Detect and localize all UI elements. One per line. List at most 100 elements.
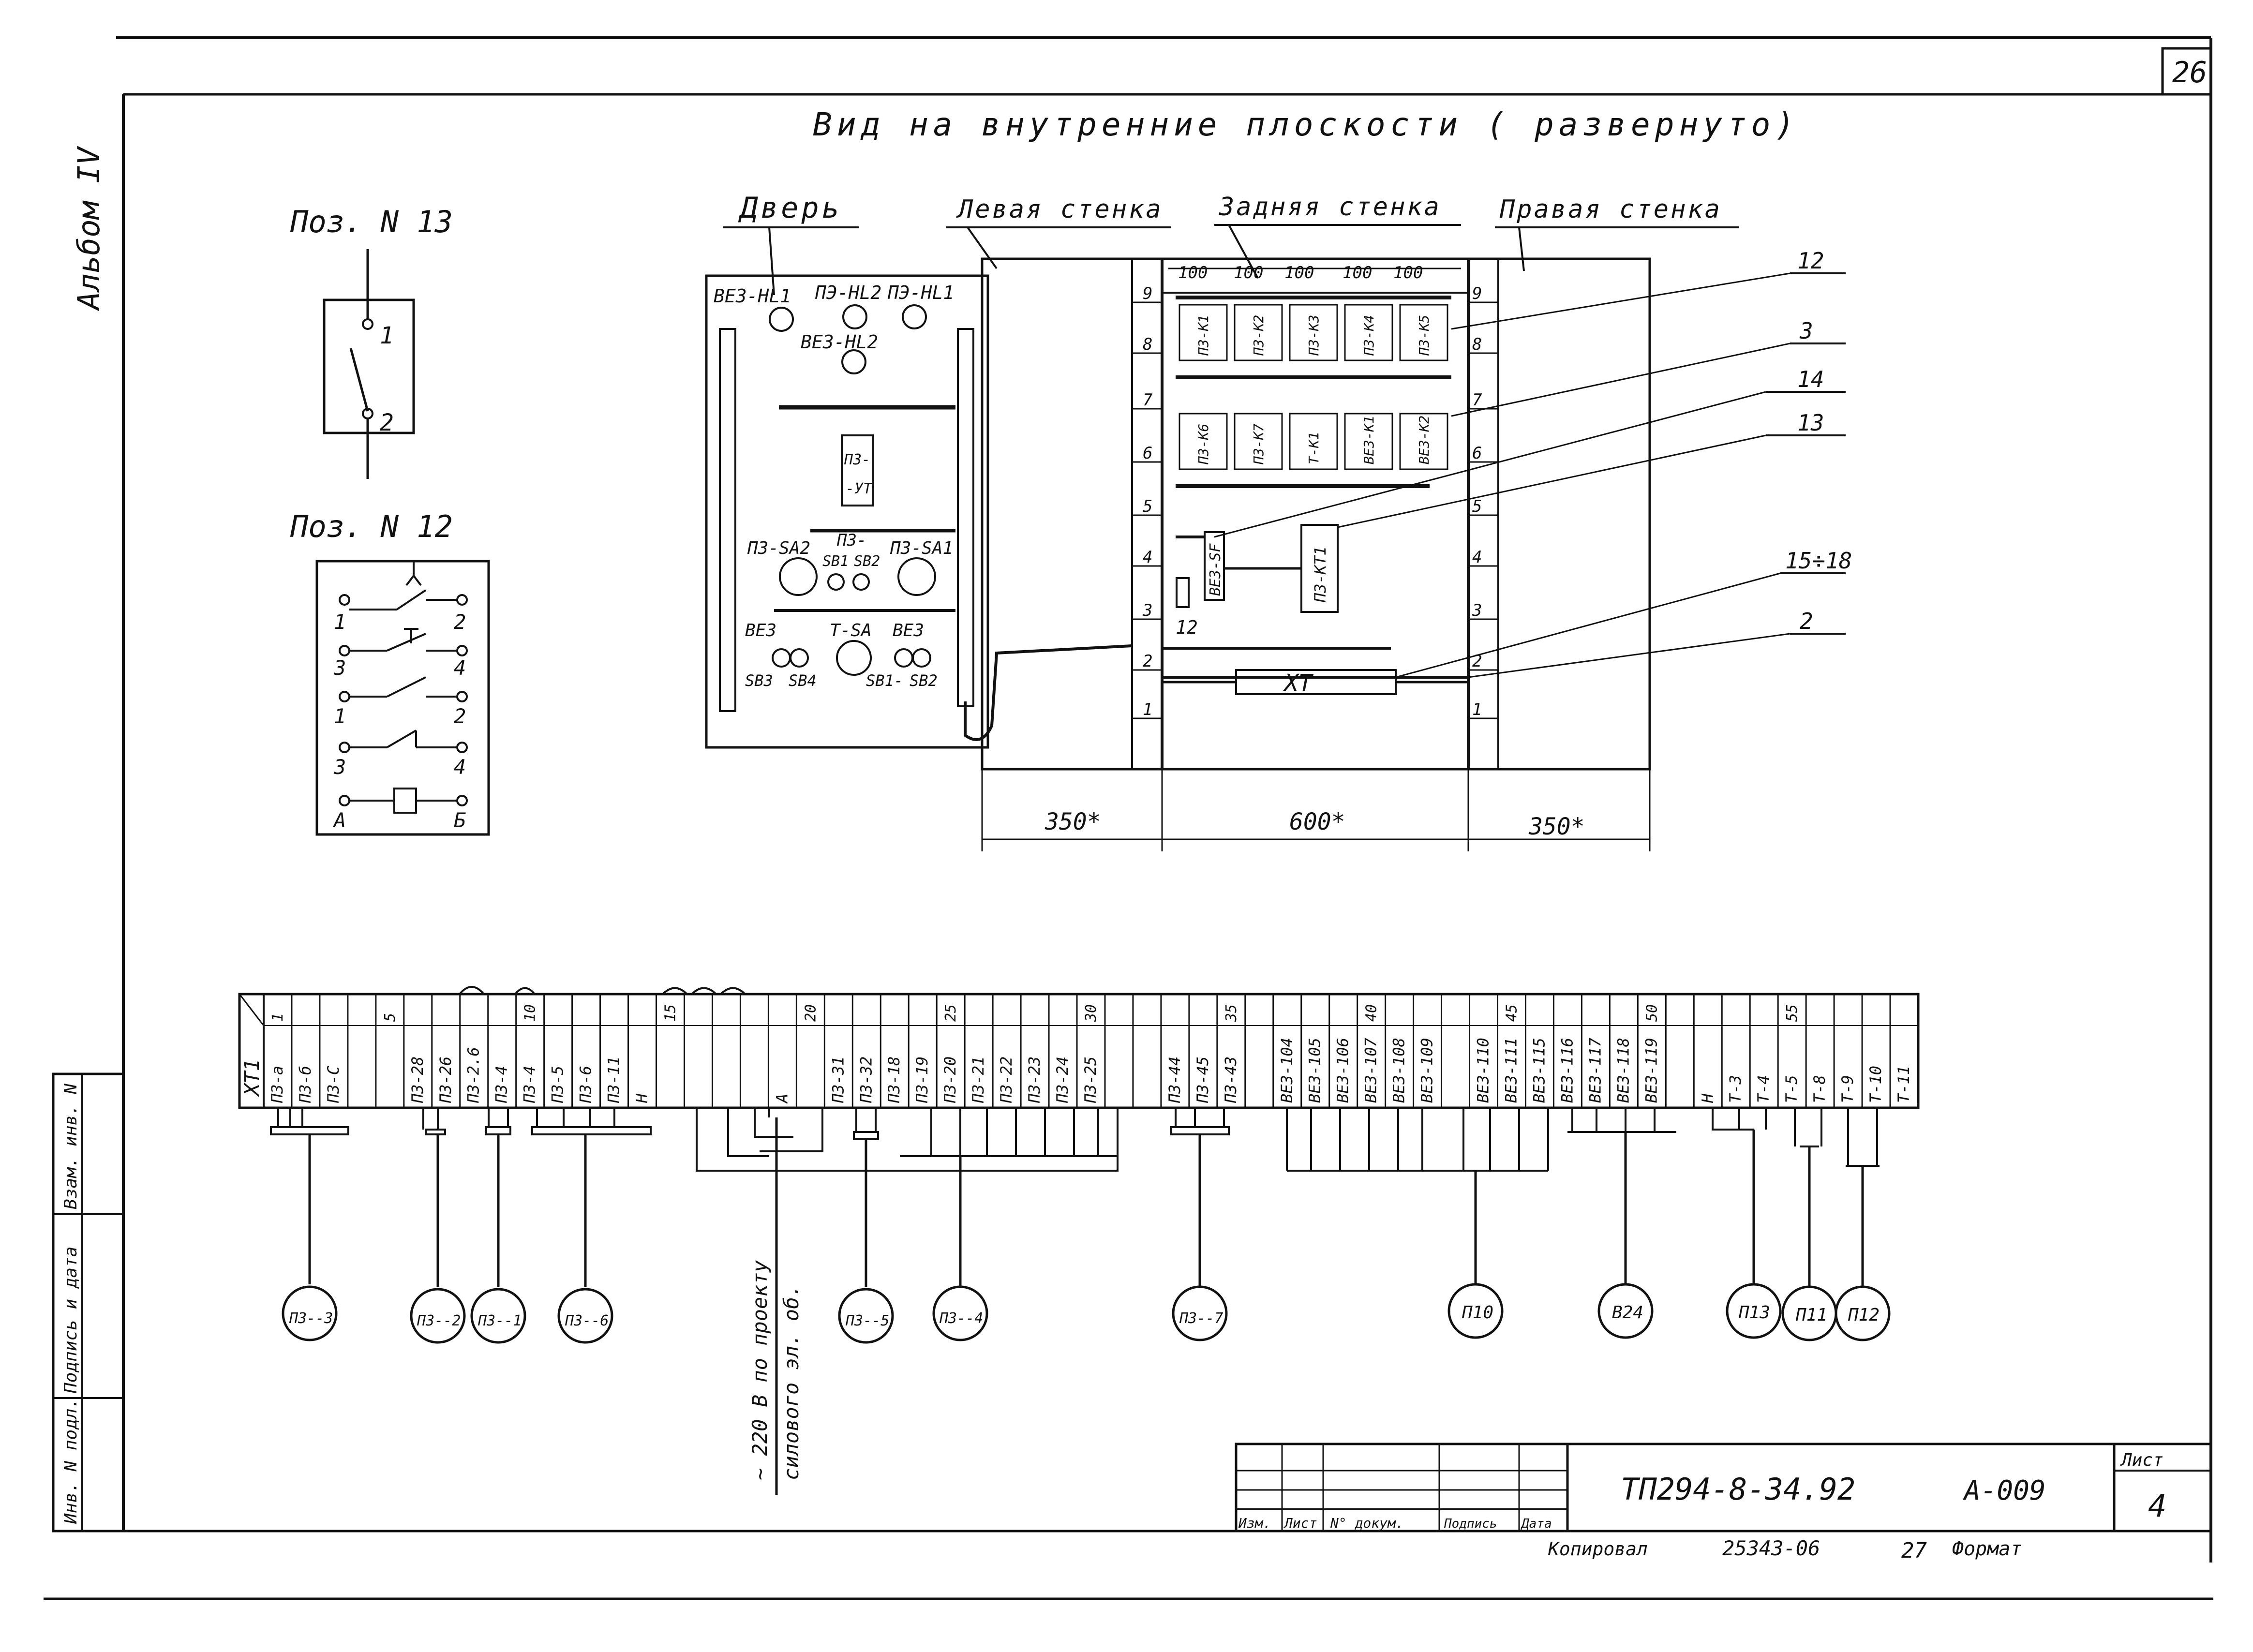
rail-number: 4 [1472,548,1482,567]
drawing-frame [44,36,2213,1600]
dim-left: 350* [1044,808,1101,835]
terminal-label: ПЗ-а [268,1066,286,1103]
terminal-number: 30 [1083,1004,1100,1022]
terminal-label: ПЗ-11 [605,1057,623,1103]
tb-col-list: Лист [1283,1515,1317,1531]
terminal-label: ПЗ-б [296,1066,314,1103]
cable-p13: П13 [1738,1303,1770,1323]
terminal-label: Т-4 [1754,1075,1773,1103]
terminal-number: 50 [1643,1004,1660,1022]
spacing-1: 100 [1178,263,1208,283]
door-label-7: ПЗ- [836,531,866,550]
relay-label: ПЗ-К4 [1361,315,1377,356]
terminal-label: ВЕЗ-110 [1474,1038,1492,1103]
terminal-number: 5 [382,1013,399,1022]
relay-label: ПЗ-К1 [1195,315,1211,356]
page-number: 26 [2172,56,2207,89]
terminal-number: 10 [522,1004,539,1022]
terminal-label: ВЕЗ-109 [1418,1038,1436,1103]
pos12-contact-3b: 3 [333,755,346,779]
tb-sheet-code: А-009 [1963,1475,2046,1506]
pos12-contact-2b: 2 [454,704,466,728]
terminal-number: 20 [802,1004,819,1022]
terminal-label: Т-11 [1895,1066,1913,1103]
terminal-label: ПЗ-32 [857,1057,875,1103]
pos12-contact-3a: 3 [333,656,346,680]
tb-col-izm: Изм. [1238,1515,1271,1531]
callout-14: 14 [1797,366,1824,392]
terminal-label: ПЗ-20 [941,1057,959,1103]
spacing-2: 100 [1234,263,1263,283]
pos12-contact-2a: 2 [454,610,466,634]
relay-box [1344,304,1393,361]
relay-label: ПЗ-К6 [1195,424,1211,465]
terminal-label: ПЗ-2.6 [464,1047,483,1103]
relay-box [1344,413,1393,470]
cable-pz6: ПЗ--6 [565,1312,609,1329]
small-part-label: 12 [1176,617,1198,638]
dim-right: 350* [1528,813,1585,840]
door-label-12: Т-SA [830,621,872,640]
drawing-title: Вид на внутренние плоскости ( развернуто… [813,106,1799,143]
terminal-label: ПЗ-43 [1222,1057,1240,1103]
terminal-label: ПЗ-44 [1165,1057,1184,1103]
cable-markers [282,1283,1891,1344]
terminal-label: Т-5 [1782,1075,1801,1103]
callout-3: 3 [1799,318,1813,344]
tb-col-doc: N° докум. [1330,1515,1404,1531]
power-note-2: силового эл. об. [779,1284,803,1480]
section-back-wall: Задняя стенка [1219,193,1441,222]
terminal-label: ПЗ-6 [577,1066,595,1103]
terminal-number: 15 [662,1004,679,1022]
relay-label: ПЗ-К7 [1251,424,1267,465]
rail-number: 1 [1143,700,1152,719]
relay-box [1399,304,1448,361]
door-label-10: SB2 [854,553,880,570]
tb-col-date: Дата [1521,1517,1552,1531]
terminal-label: ПЗ-31 [829,1057,847,1103]
terminal-label: ПЗ-5 [549,1066,567,1103]
relay-box [1289,304,1338,361]
cable-p11: П11 [1795,1305,1827,1325]
door-label-3: ВЕЗ-HL2 [801,331,878,353]
strip-label: XT1 [240,1059,264,1097]
pos12-contact-4b: 4 [454,755,466,779]
terminal-label: ПЗ-4 [492,1066,511,1103]
pos13-contact-2: 2 [380,409,394,436]
terminal-number: 45 [1503,1004,1520,1022]
cable-pz5: ПЗ--5 [845,1312,889,1329]
cable-v24: В24 [1612,1303,1643,1323]
rail-number: 8 [1472,335,1482,354]
spacing-3: 100 [1284,263,1314,283]
relay-box [1179,413,1228,470]
relay-box [1399,413,1448,470]
cable-pz3: ПЗ--3 [289,1310,333,1327]
relay-label: Т-К1 [1306,432,1322,464]
rail-number: 3 [1142,601,1152,620]
door-label-4: ПЗ- [844,451,870,468]
pos12-contact-1a: 1 [334,610,346,634]
door-label-15: SB4 [789,671,817,690]
door-label-11: ВЕЗ [745,621,776,640]
relay-label: ПЗ-К2 [1251,315,1267,356]
terminal-label: ВЕЗ-108 [1390,1038,1408,1103]
callout-2: 2 [1800,608,1813,634]
rail-number: 3 [1472,601,1482,620]
door-label-13: ВЕЗ [893,621,924,640]
cabinet-walls [981,257,1651,771]
side-stamp [52,1072,125,1533]
rail-number: 7 [1143,390,1153,410]
callout-13: 13 [1797,410,1824,436]
terminal-label: ВЕЗ-115 [1530,1038,1548,1103]
stamp-sign: Подпись и дата [61,1247,81,1394]
cable-wiring [270,1108,1880,1495]
tb-sheet-no: 4 [2148,1488,2167,1524]
door-label-2: ПЭ-HL1 [887,282,954,303]
section-left-wall: Левая стенка [956,195,1163,224]
terminal-label: ПЗ-21 [969,1057,987,1103]
terminal-label: ПЗ-4 [521,1066,539,1103]
terminal-label: ПЗ-24 [1053,1057,1072,1103]
